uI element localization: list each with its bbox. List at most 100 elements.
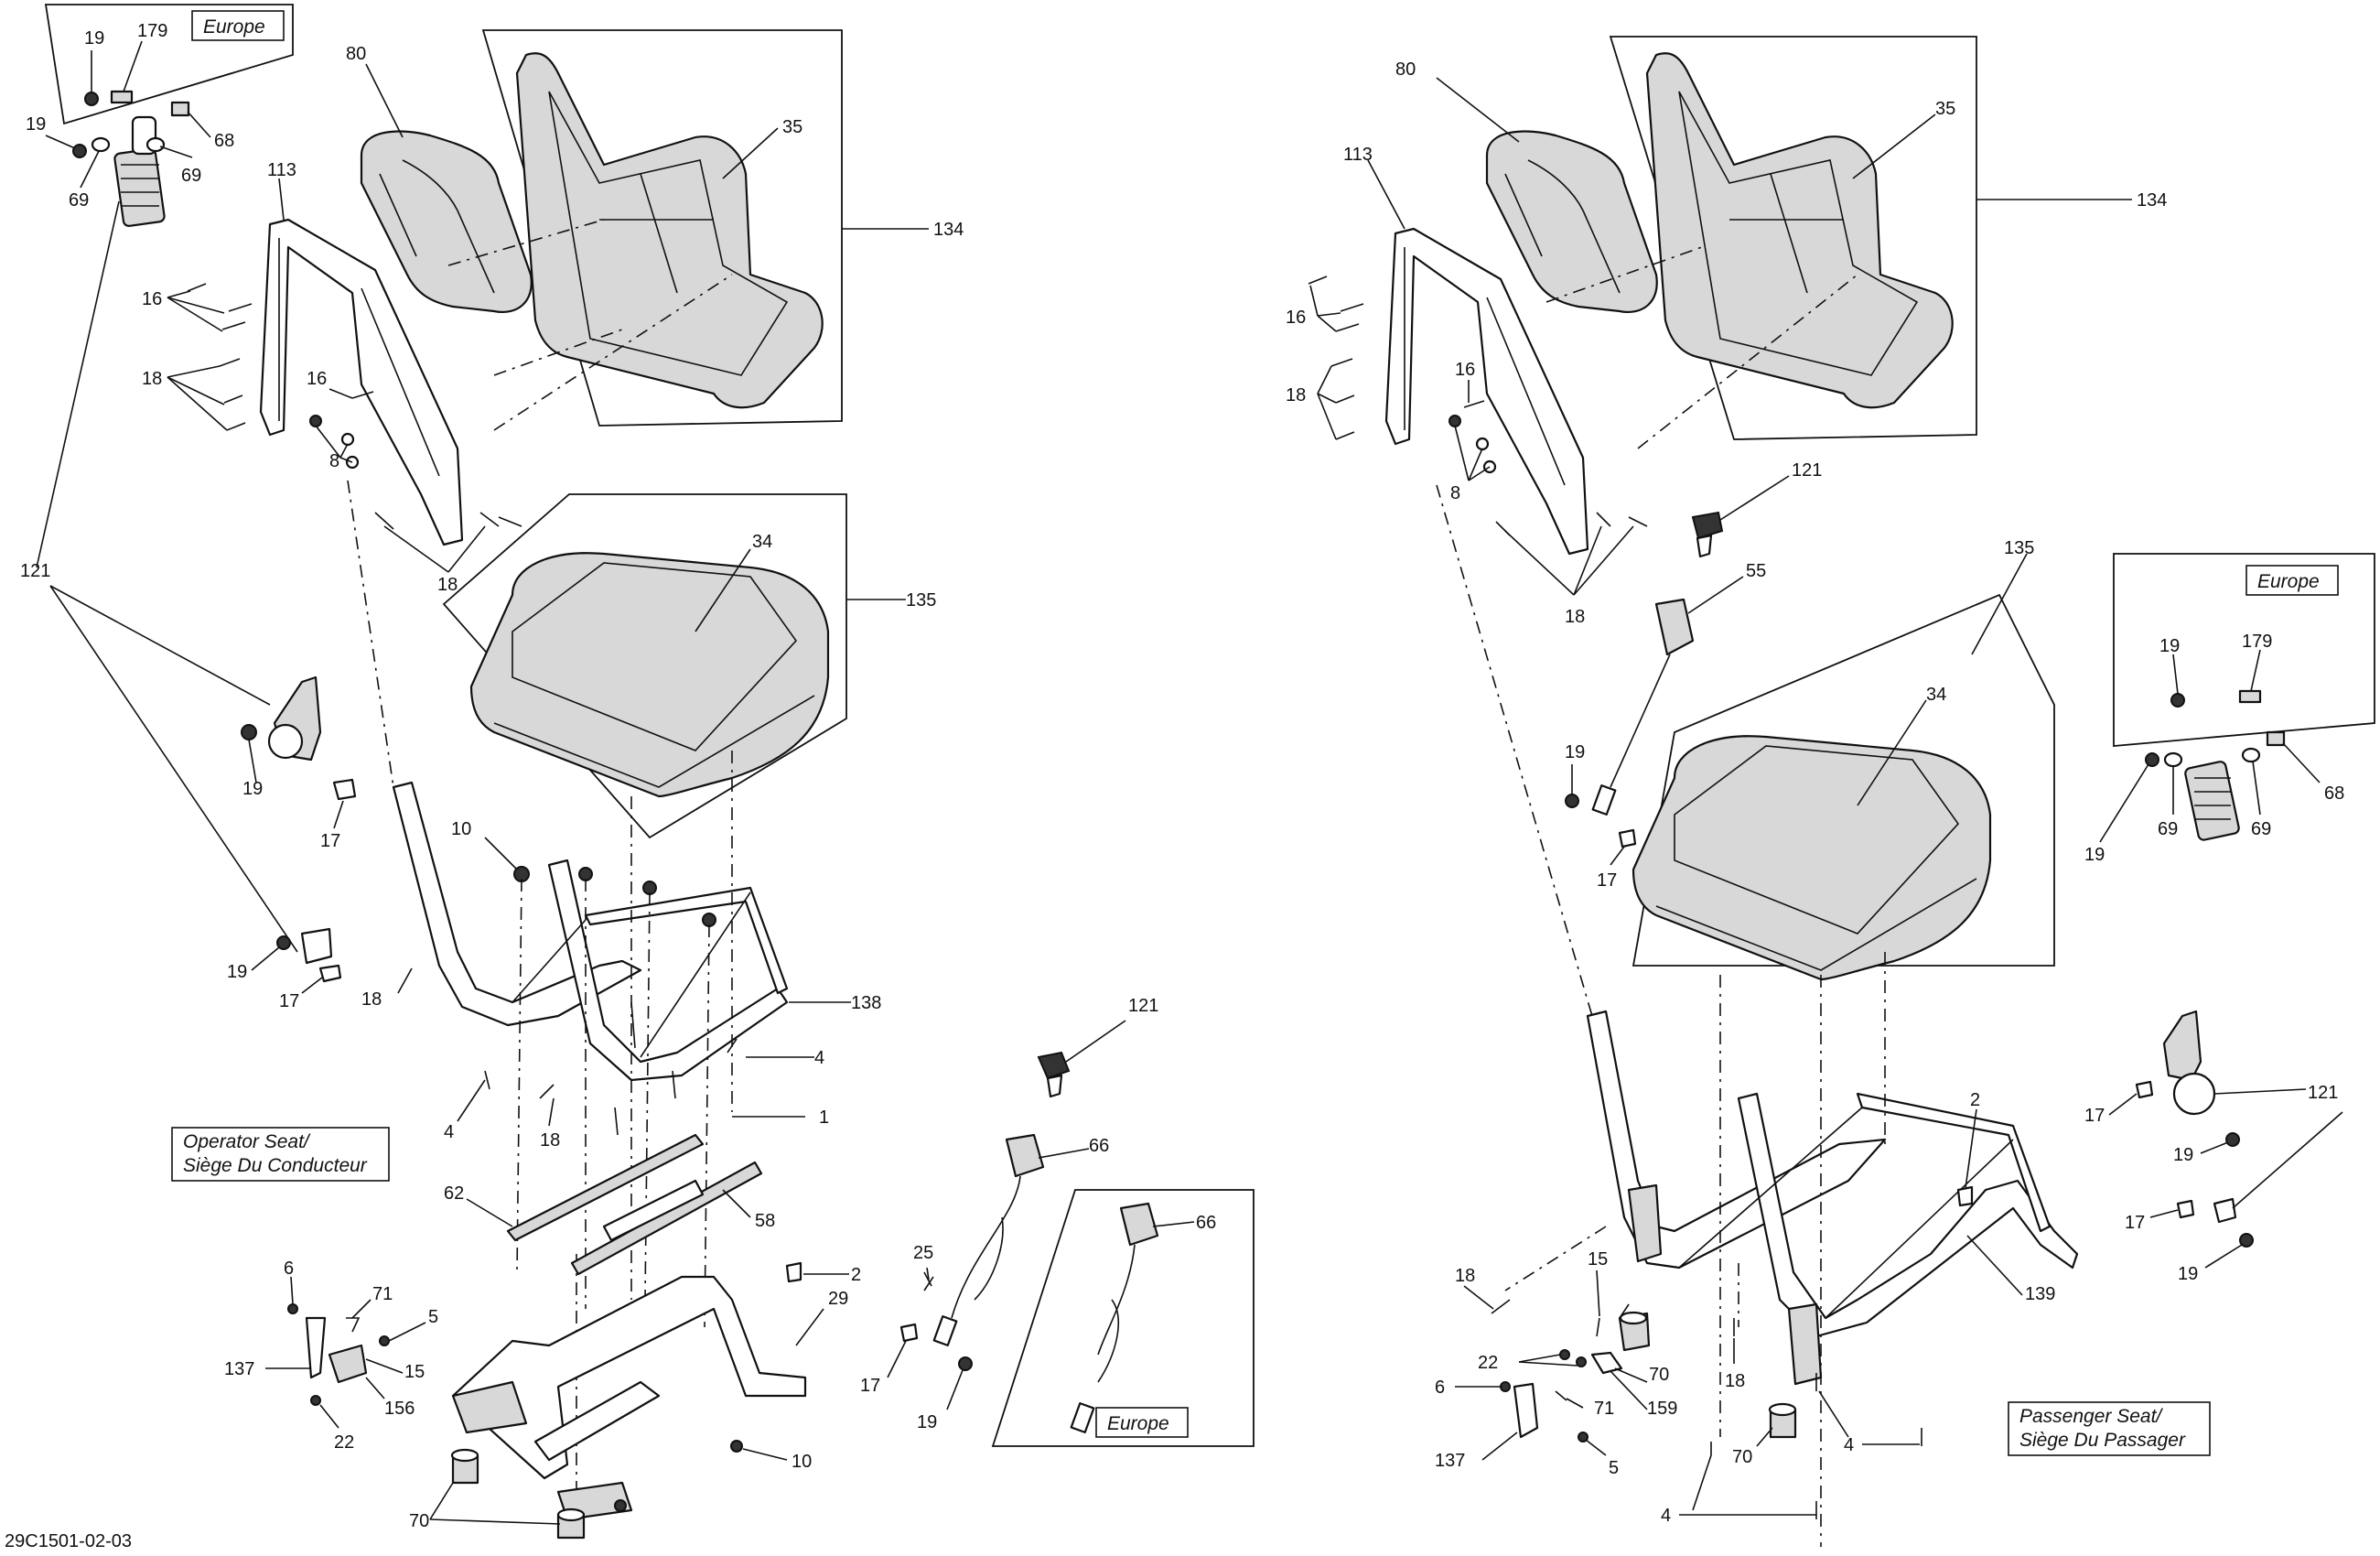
callout-35-r: 35	[1935, 99, 1955, 119]
callout-18-r: 18	[1286, 385, 1306, 405]
diagram-code: 29C1501-02-03	[5, 1531, 132, 1551]
europe-label-bottom: Europe	[1107, 1413, 1169, 1434]
callout-10: 10	[451, 819, 471, 839]
callout-8: 8	[329, 451, 339, 471]
europe-label: Europe	[203, 16, 265, 38]
frame-bolts-right	[1308, 276, 1648, 596]
callout-29: 29	[828, 1289, 848, 1309]
seat-frame-138	[392, 781, 851, 1082]
bolt-2-right	[1956, 1108, 1977, 1207]
callout-18d: 18	[540, 1130, 560, 1151]
callout-69-r: 69	[2158, 819, 2178, 839]
europe-badge-bottom	[1095, 1407, 1189, 1438]
callout-70-r: 70	[1649, 1365, 1669, 1385]
seatbelt-retractor-right	[2108, 1010, 2343, 1269]
callout-62: 62	[444, 1183, 464, 1204]
callout-68: 68	[214, 131, 234, 151]
seat-damper-left	[45, 101, 211, 227]
callout-55: 55	[1746, 561, 1766, 581]
callout-113-r: 113	[1343, 145, 1373, 165]
callout-69: 69	[69, 190, 89, 211]
callout-4-r: 4	[1844, 1435, 1854, 1455]
bolt-2-left	[785, 1261, 849, 1283]
seat-damper-right	[2099, 730, 2321, 843]
bumpers-left	[429, 1440, 788, 1540]
callout-18c: 18	[361, 989, 382, 1010]
callout-18c-r: 18	[1455, 1266, 1475, 1286]
callout-25: 25	[913, 1243, 933, 1263]
seat-cushion-34-right	[1632, 553, 2028, 981]
callout-19d: 19	[227, 962, 247, 982]
svg-text:Siège Du Conducteur: Siège Du Conducteur	[183, 1155, 368, 1176]
callout-69b-r: 69	[2251, 819, 2271, 839]
callout-34: 34	[752, 532, 772, 552]
callout-16: 16	[142, 289, 162, 309]
svg-text:Passenger Seat/: Passenger Seat/	[2019, 1406, 2163, 1427]
callout-71-r: 71	[1594, 1399, 1614, 1419]
headrest-80	[360, 63, 533, 314]
seat-cushion-34	[469, 548, 906, 798]
cushion-frame-135	[442, 493, 847, 839]
callout-113: 113	[267, 160, 296, 180]
back-frame-113	[259, 178, 464, 546]
callout-19b-r: 19	[2084, 845, 2105, 865]
callout-10b: 10	[792, 1452, 812, 1472]
callout-179-r: 179	[2242, 632, 2272, 652]
callout-70b-r: 70	[1732, 1447, 1752, 1467]
callout-70: 70	[409, 1511, 429, 1531]
operator-seat-caption: Operator Seat/ Siège Du Conducteur	[171, 1127, 390, 1182]
callout-18b: 18	[437, 575, 458, 595]
callout-156: 156	[384, 1399, 415, 1419]
callout-121b-r: 121	[2308, 1083, 2338, 1103]
callout-8-r: 8	[1450, 483, 1460, 503]
svg-text:Siège Du Passager: Siège Du Passager	[2019, 1430, 2186, 1451]
callout-16b: 16	[307, 369, 327, 389]
callout-5-r: 5	[1609, 1458, 1619, 1478]
callout-17b-r: 17	[2084, 1106, 2105, 1126]
assembly-lines-left	[347, 219, 733, 1501]
europe-label-right: Europe	[2257, 571, 2320, 592]
callout-71: 71	[372, 1284, 393, 1304]
callout-19d-r: 19	[2178, 1264, 2198, 1284]
callout-6: 6	[284, 1259, 294, 1279]
callout-135-r: 135	[2004, 538, 2034, 558]
callout-35: 35	[782, 117, 802, 137]
callout-19e: 19	[917, 1412, 937, 1432]
base-frame-29	[451, 1275, 824, 1521]
callout-19c: 19	[242, 779, 263, 799]
callout-18b-r: 18	[1565, 607, 1585, 627]
callout-134: 134	[933, 220, 964, 240]
callout-4: 4	[814, 1048, 824, 1068]
callout-1: 1	[819, 1108, 829, 1128]
callout-19c-r: 19	[2173, 1145, 2193, 1165]
leader-121-retractor	[49, 585, 271, 706]
callout-17b: 17	[279, 991, 299, 1011]
europe-inset-right: Europe	[2113, 553, 2375, 747]
europe-inset-top-left: Europe	[44, 4, 294, 125]
callout-138: 138	[851, 993, 881, 1013]
callout-121-r: 121	[1792, 460, 1822, 481]
callout-2: 2	[851, 1265, 861, 1285]
seatbelt-buckle-right	[1591, 475, 1790, 816]
callout-34-r: 34	[1926, 685, 1946, 705]
callout-66: 66	[1089, 1136, 1109, 1156]
seatbelt-retractor-left	[241, 675, 357, 829]
callout-15: 15	[404, 1362, 425, 1382]
buckle-hardware	[887, 1267, 973, 1410]
lever-assembly-left	[265, 1276, 426, 1429]
seatbelt-europe	[1070, 1202, 1195, 1433]
callout-18: 18	[142, 369, 162, 389]
headrest-80-right	[1436, 77, 1658, 314]
leader-121-bracket	[49, 585, 298, 953]
callout-66b: 66	[1196, 1213, 1216, 1233]
europe-inset-bottom	[991, 1189, 1255, 1447]
callout-22-r: 22	[1478, 1353, 1498, 1373]
callout-19: 19	[84, 28, 104, 49]
callout-15-r: 15	[1588, 1249, 1608, 1270]
callout-17: 17	[320, 831, 340, 851]
seatbelt-buckle-left	[923, 1020, 1126, 1346]
callout-4b-r: 4	[1661, 1506, 1671, 1526]
callout-159: 159	[1647, 1399, 1677, 1419]
bumper-and-bolts-right	[1679, 1373, 1922, 1519]
lever-assembly-right	[1455, 1270, 1735, 1461]
